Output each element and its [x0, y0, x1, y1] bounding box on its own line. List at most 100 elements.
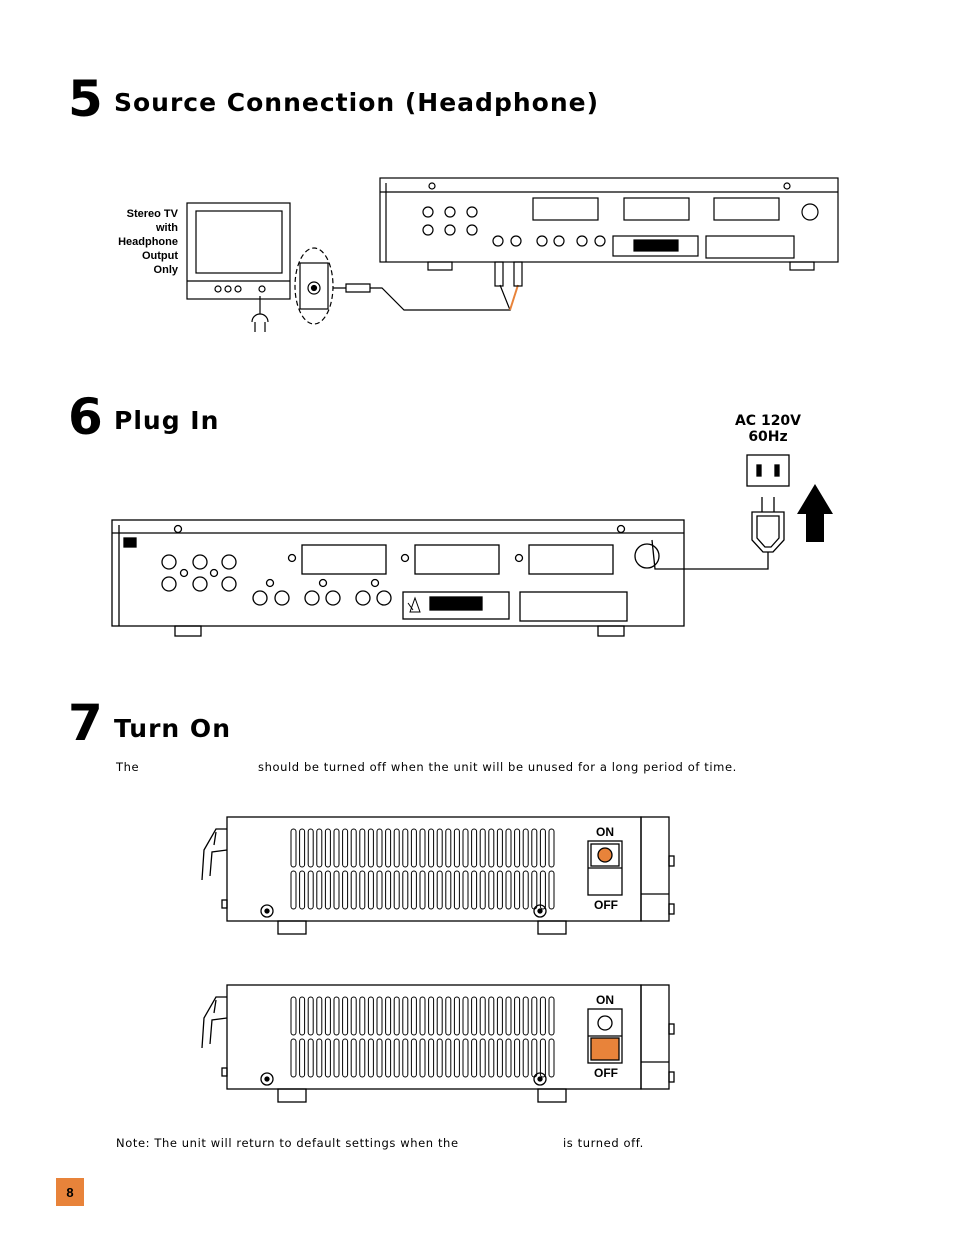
vent-slot: [324, 828, 331, 868]
vent-slot: [453, 828, 460, 868]
vent-slot: [522, 996, 529, 1036]
vent-slot: [531, 996, 538, 1036]
vent-slot: [514, 996, 521, 1036]
vent-slot: [393, 870, 400, 910]
vent-slot: [479, 996, 486, 1036]
vent-slot: [514, 1038, 521, 1078]
vent-slot: [290, 828, 297, 868]
vent-slot: [428, 828, 435, 868]
vent-slot: [419, 1038, 426, 1078]
vent-slot: [539, 1038, 546, 1078]
tv-label-line: Headphone: [118, 236, 178, 248]
vent-slot: [402, 996, 409, 1036]
vent-slot: [342, 870, 349, 910]
vent-slot: [316, 996, 323, 1036]
tv-icon: [186, 202, 291, 332]
vent-slot: [402, 828, 409, 868]
vent-slot: [531, 870, 538, 910]
vent-slot: [436, 828, 443, 868]
amplifier-side-on-icon: [201, 816, 675, 935]
vent-slot: [385, 828, 392, 868]
tv-label-line: Output: [141, 250, 178, 262]
vent-slot: [522, 828, 529, 868]
vent-slot: [385, 870, 392, 910]
vent-slot: [410, 996, 417, 1036]
vent-slot: [350, 1038, 357, 1078]
step-5-number: 5: [68, 70, 103, 128]
vent-slot: [548, 870, 555, 910]
vent-slot: [385, 996, 392, 1036]
vent-slot: [359, 1038, 366, 1078]
vent-slot: [548, 1038, 555, 1078]
vent-slot: [342, 828, 349, 868]
vent-slot: [402, 870, 409, 910]
vent-slot: [445, 1038, 452, 1078]
vent-slot: [350, 996, 357, 1036]
vent-slot: [324, 996, 331, 1036]
vent-slot: [299, 870, 306, 910]
note-prefix: Note: The unit will return to default se…: [116, 1136, 459, 1150]
step-7-title: Turn On: [114, 714, 231, 743]
vent-slot: [333, 1038, 340, 1078]
vent-slot: [531, 828, 538, 868]
vent-slot: [393, 828, 400, 868]
vent-slot: [410, 1038, 417, 1078]
vent-slot: [307, 1038, 314, 1078]
vent-slot: [471, 996, 478, 1036]
instruction-text: should be turned off when the unit will …: [258, 760, 737, 774]
outlet-label: AC 120V 60Hz: [730, 413, 806, 445]
vent-slot: [316, 870, 323, 910]
vent-slot: [359, 870, 366, 910]
vent-slot: [462, 828, 469, 868]
vent-slot: [299, 1038, 306, 1078]
vent-slot: [290, 1038, 297, 1078]
vent-slot: [307, 828, 314, 868]
vent-slot: [402, 1038, 409, 1078]
vent-slot: [316, 828, 323, 868]
vent-slot: [376, 828, 383, 868]
amplifier-rear-panel-icon: [111, 519, 685, 637]
vent-slot: [436, 1038, 443, 1078]
switch-off-label: OFF: [594, 1066, 618, 1080]
vent-slot: [359, 828, 366, 868]
vent-slot: [496, 870, 503, 910]
tv-label: Stereo TV with Headphone Output Only: [100, 207, 178, 277]
vent-slot: [367, 1038, 374, 1078]
vent-slot: [479, 870, 486, 910]
power-switch-icon: [587, 840, 623, 896]
vent-slot: [419, 828, 426, 868]
vent-slot: [290, 870, 297, 910]
vent-slot: [505, 870, 512, 910]
power-outlet-icon: [746, 454, 790, 487]
instruction-prefix: The: [116, 760, 140, 774]
vent-slot: [488, 996, 495, 1036]
vent-slot: [436, 996, 443, 1036]
vent-slot: [522, 870, 529, 910]
note-suffix: is turned off.: [563, 1136, 644, 1150]
vent-slot: [462, 870, 469, 910]
vent-slot: [333, 828, 340, 868]
vent-slot: [419, 996, 426, 1036]
vent-slot: [428, 1038, 435, 1078]
vent-slot: [410, 870, 417, 910]
vent-slot: [316, 1038, 323, 1078]
vent-slot: [496, 828, 503, 868]
vent-slot: [385, 1038, 392, 1078]
power-plug-icon: [651, 497, 785, 570]
vent-grille: [290, 828, 555, 910]
warning-icon: [407, 596, 421, 613]
vent-slot: [299, 996, 306, 1036]
up-arrow-icon: [797, 484, 833, 542]
vent-slot: [488, 870, 495, 910]
step-7-number: 7: [68, 694, 103, 752]
vent-grille: [290, 996, 555, 1078]
outlet-voltage: AC 120V: [734, 413, 802, 429]
vent-slot: [350, 828, 357, 868]
tv-label-line: Only: [153, 264, 178, 276]
switch-off-label: OFF: [594, 898, 618, 912]
vent-slot: [488, 1038, 495, 1078]
vent-slot: [342, 996, 349, 1036]
